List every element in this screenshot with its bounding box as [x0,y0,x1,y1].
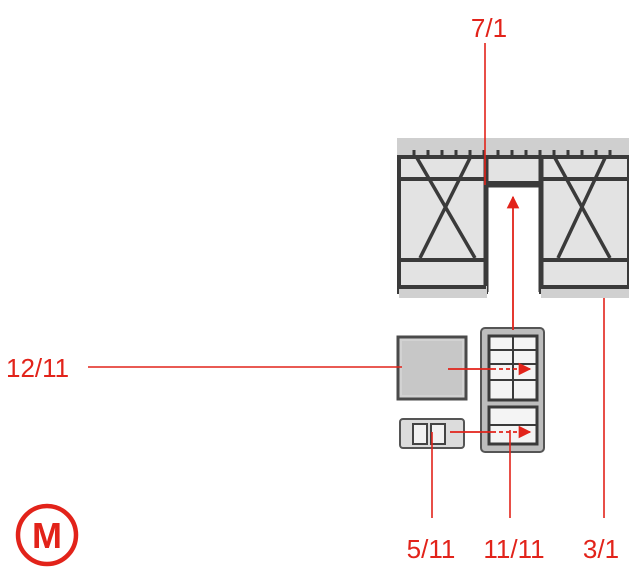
label-3-1: 3/1 [583,534,619,564]
block-11-11-frame [480,327,545,453]
svg-text:M: M [32,515,62,556]
leader-lines [88,43,605,518]
label-7-1: 7/1 [471,13,507,43]
right-wing-bracing [553,157,612,259]
label-5-11: 5/11 [407,534,456,564]
label-12-11: 12/11 [6,353,69,383]
left-wing-bracing [415,157,477,259]
metro-m-logo: M [15,503,79,567]
label-11-11: 11/11 [483,534,544,564]
move-arrows [448,195,532,439]
main-building [397,138,629,298]
